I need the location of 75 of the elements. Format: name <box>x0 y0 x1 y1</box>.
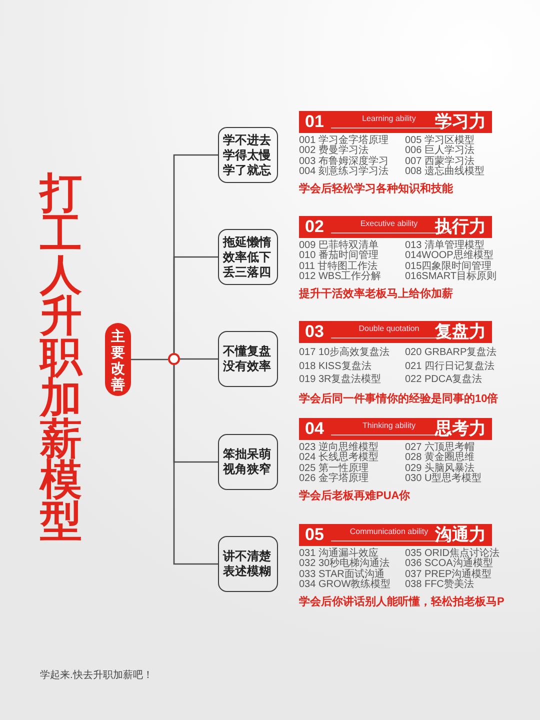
problem-box: 拖延懒惰效率低下丢三落四 <box>218 229 278 285</box>
method-item: 010 番茄时间管理 <box>299 251 378 262</box>
footer-text: 学起来.快去升职加薪吧！ <box>40 668 153 682</box>
method-item: 026 金字塔原理 <box>299 474 368 484</box>
method-item: 027 六顶思考帽 <box>405 443 474 453</box>
method-item: 020 GRBARP复盘法 <box>405 346 497 360</box>
method-item: 002 费曼学习法 <box>299 146 368 156</box>
method-item: 006 巨人学习法 <box>405 146 474 156</box>
method-item: 011 甘特图工作法 <box>299 262 378 272</box>
method-item: 023 逆向思维模型 <box>299 443 378 453</box>
tagline-text: 学会后你讲话别人能听懂，轻松拍老板马P <box>299 595 504 609</box>
section-title: 学习力 <box>435 111 486 133</box>
method-item: 036 SCOA沟通模型 <box>405 559 493 570</box>
english-subtitle: Double quotation <box>358 324 420 334</box>
method-item: 034 GROW教练模型 <box>299 580 391 590</box>
problem-box: 学不进去学得太慢学了就忘 <box>218 127 278 183</box>
method-item: 008 遗忘曲线模型 <box>405 166 484 178</box>
connector-line <box>131 358 168 360</box>
connector-line <box>180 358 218 360</box>
method-item: 018 KISS复盘法 <box>299 360 372 374</box>
section-header-bar <box>299 111 492 133</box>
section-number: 05 <box>305 525 324 545</box>
section-title: 沟通力 <box>435 524 486 546</box>
section-number: 03 <box>305 322 324 342</box>
method-item: 003 布鲁姆深度学习 <box>299 156 388 166</box>
method-item: 035 ORID焦点讨论法 <box>405 549 500 559</box>
method-item: 028 黄金圈思维 <box>405 453 474 464</box>
method-item: 013 清单管理模型 <box>405 241 484 251</box>
section-title: 思考力 <box>435 418 486 440</box>
tagline-text: 学会后轻松学习各种知识和技能 <box>299 182 453 196</box>
section-number: 01 <box>305 112 324 132</box>
method-item: 030 U型思考模型 <box>405 474 482 484</box>
method-item: 007 西蒙学习法 <box>405 156 474 166</box>
problem-box: 笨拙呆萌视角狭窄 <box>218 434 278 490</box>
section-header-bar <box>299 524 492 546</box>
method-item: 031 沟通漏斗效应 <box>299 549 378 559</box>
method-item: 009 巴菲特双清单 <box>299 241 378 251</box>
section-header-bar <box>299 321 492 343</box>
section-title: 执行力 <box>435 216 486 238</box>
method-item: 025 第一性原理 <box>299 464 368 474</box>
problem-box: 不懂复盘没有效率 <box>218 331 278 387</box>
method-item: 019 3R复盘法模型 <box>299 373 382 388</box>
english-subtitle: Learning ability <box>361 114 417 124</box>
method-item: 004 刻意练习学习法 <box>299 166 388 178</box>
tagline-text: 学会后老板再难PUA你 <box>299 489 410 503</box>
english-subtitle: Executive ability <box>359 219 419 229</box>
method-item: 001 学习金字塔原理 <box>299 136 388 146</box>
method-item: 037 PREP沟通模型 <box>405 570 492 580</box>
connector-line <box>173 256 218 353</box>
method-item: 029 头脑风暴法 <box>405 464 474 474</box>
method-item: 015四象限时间管理 <box>405 262 492 272</box>
section-header-bar <box>299 418 492 440</box>
section-number: 04 <box>305 419 324 439</box>
section-title: 复盘力 <box>435 321 486 343</box>
method-item: 021 四行日记复盘法 <box>405 360 494 374</box>
method-item: 033 STAR面试沟通 <box>299 570 384 580</box>
method-item: 014WOOP思维模型 <box>405 251 494 262</box>
method-item: 017 10步高效复盘法 <box>299 346 390 360</box>
tagline-text: 学会后同一件事情你的经验是同事的10倍 <box>299 392 498 406</box>
english-subtitle: Thinking ability <box>362 421 416 431</box>
connector-line <box>173 365 218 565</box>
section-header-bar <box>299 216 492 238</box>
method-item: 024 长线思考模型 <box>299 453 378 464</box>
english-subtitle: Communication ability <box>348 527 430 537</box>
pill-label: 主要改善 <box>105 323 131 396</box>
method-item: 012 WBS工作分解 <box>299 272 382 282</box>
method-item: 038 FFC赞美法 <box>405 580 474 590</box>
section-number: 02 <box>305 217 324 237</box>
problem-box: 讲不清楚表述模糊 <box>218 536 278 592</box>
method-item: 005 学习区模型 <box>405 136 474 146</box>
method-item: 016SMART目标原则 <box>405 272 497 282</box>
method-item: 022 PDCA复盘法 <box>405 373 482 388</box>
tagline-text: 提升干活效率老板马上给你加薪 <box>299 287 453 301</box>
title-text: 打工人升职加薪模型 <box>40 172 82 541</box>
method-item: 032 30秒电梯沟通法 <box>299 559 390 570</box>
